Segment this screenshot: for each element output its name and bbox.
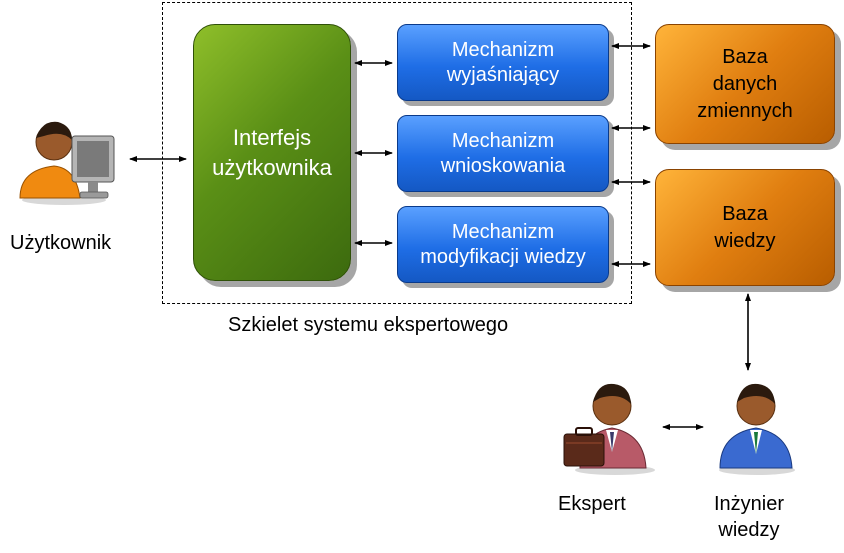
knowledge-base-box: Baza wiedzy	[655, 169, 835, 286]
user-label: Użytkownik	[10, 232, 112, 254]
expert-system-frame	[162, 2, 632, 304]
inference-mechanism-box: Mechanizm wnioskowania	[397, 115, 609, 192]
explanation-mechanism-box: Mechanizm wyjaśniający	[397, 24, 609, 101]
user-computer-icon	[19, 121, 115, 205]
knowledge-base-label: Baza wiedzy	[714, 202, 776, 252]
modification-mechanism-label: Mechanizm modyfikacji wiedzy	[420, 220, 586, 268]
explanation-mechanism-label: Mechanizm wyjaśniający	[446, 38, 560, 86]
frame-caption: Szkielet systemu ekspertowego	[228, 314, 509, 336]
user-interface-label: Interfejs użytkownika	[212, 124, 332, 180]
modification-mechanism-box: Mechanizm modyfikacji wiedzy	[397, 206, 609, 283]
knowledge-engineer-text: Inżynier wiedzy	[713, 493, 785, 541]
inference-mechanism-label: Mechanizm wnioskowania	[440, 129, 566, 177]
expert-icon	[563, 383, 655, 475]
variables-database-box: Baza danych zmiennych	[655, 24, 835, 144]
user-interface-box: Interfejs użytkownika	[193, 24, 351, 281]
expert-label: Ekspert	[558, 493, 626, 515]
variables-database-label: Baza danych zmiennych	[697, 45, 793, 122]
knowledge-engineer-label: Inżynier wiedzy	[690, 491, 808, 543]
knowledge-engineer-icon	[719, 383, 795, 475]
